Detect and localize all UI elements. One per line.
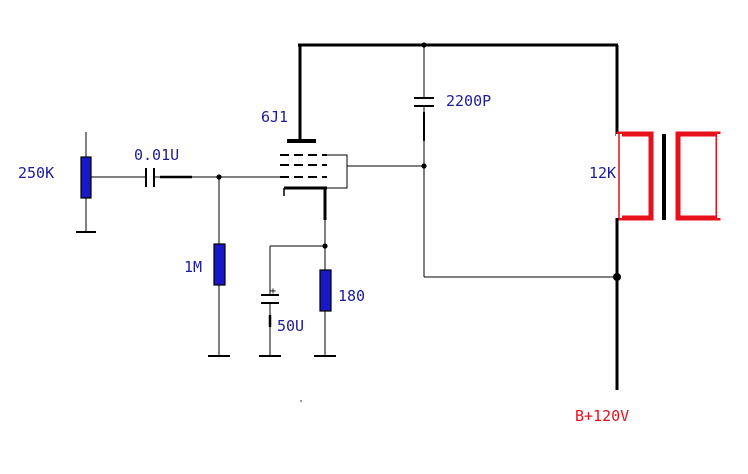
output-transformer <box>616 131 723 221</box>
cathode-resistor-label: 180 <box>338 287 365 305</box>
plate-capacitor <box>414 45 617 278</box>
tube-label: 6J1 <box>261 108 288 126</box>
grid-resistor <box>208 174 230 357</box>
plate-cap-label: 2200P <box>446 92 491 110</box>
transformer-label: 12K <box>589 164 616 182</box>
top-rail <box>298 42 619 136</box>
vacuum-tube <box>280 45 424 220</box>
supply-label: B+120V <box>575 407 629 425</box>
cathode-network <box>259 220 336 357</box>
coupling-capacitor <box>141 168 280 187</box>
pot-label: 250K <box>18 164 54 182</box>
stray-dot <box>300 400 302 402</box>
coupling-cap-label: 0.01U <box>134 146 179 164</box>
grid-resistor-label: 1M <box>184 258 202 276</box>
supply-line <box>613 218 621 390</box>
input-potentiometer <box>76 132 141 233</box>
cathode-cap-polarity: + <box>270 286 276 297</box>
cathode-cap-label: 50U <box>277 317 304 335</box>
